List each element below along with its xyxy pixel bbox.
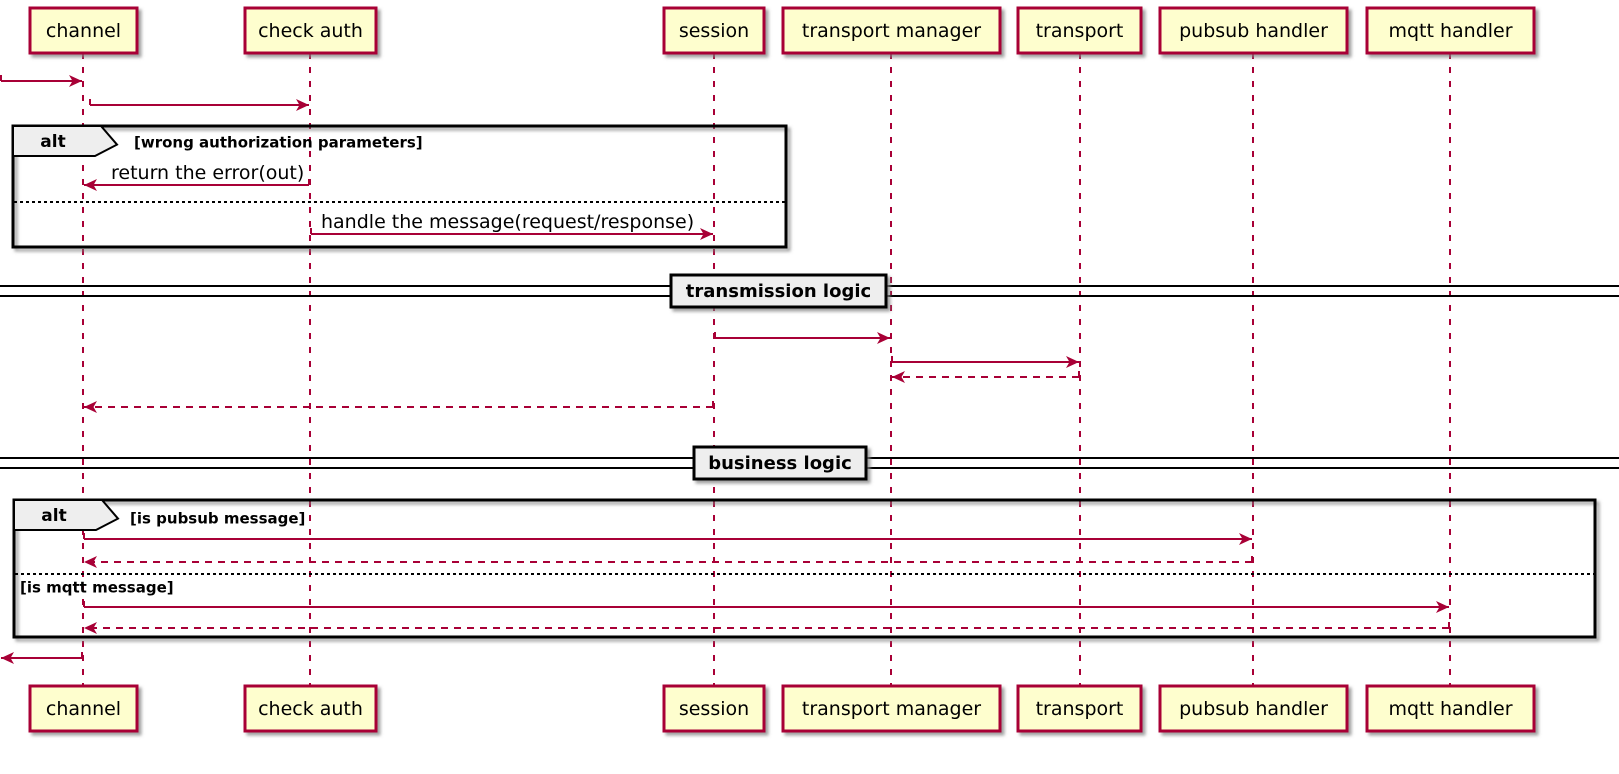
- participant-transport-bottom[interactable]: transport: [1016, 684, 1143, 733]
- alt-frame-condition: [is mqtt message]: [20, 579, 174, 597]
- participant-channel-top[interactable]: channel: [28, 6, 139, 55]
- alt-frames-group: alt [wrong authorization parameters] alt [i…: [11, 124, 1597, 639]
- participant-label: mqtt handler: [1388, 698, 1512, 720]
- participant-session-bottom[interactable]: session: [662, 684, 766, 733]
- message-m8: [84, 401, 714, 413]
- alt-frame-border-crisp: [11, 124, 788, 249]
- participant-box[interactable]: [1158, 6, 1349, 55]
- divider-business: business logic: [0, 445, 1619, 481]
- divider-label: transmission logic: [686, 281, 871, 302]
- participant-boxes-group: channel channel check auth check auth sessio…: [28, 6, 1536, 733]
- participant-box[interactable]: [662, 6, 766, 55]
- participant-label: session: [679, 20, 749, 42]
- message-label: return the error(out): [111, 162, 304, 184]
- participant-box[interactable]: [28, 684, 139, 733]
- participant-label: pubsub handler: [1179, 20, 1328, 42]
- alt-frame-title: alt: [41, 506, 66, 526]
- participant-label: session: [679, 698, 749, 720]
- alt-frame-condition: [wrong authorization parameters]: [134, 134, 423, 152]
- alt-frame-border-crisp: [12, 498, 1597, 639]
- message-m9: [83, 533, 1252, 545]
- message-m11: [83, 601, 1449, 613]
- participant-label: mqtt handler: [1388, 20, 1512, 42]
- participant-box[interactable]: [781, 6, 1002, 55]
- participant-pubsub-handler-bottom[interactable]: pubsub handler: [1158, 684, 1349, 733]
- participant-label: pubsub handler: [1179, 698, 1328, 720]
- divider-label-box: [669, 273, 888, 309]
- dividers-group: transmission logic business logic: [0, 273, 1619, 481]
- message-m4: handle the message(request/response): [310, 211, 713, 240]
- participant-box[interactable]: [781, 684, 1002, 733]
- participant-label: channel: [46, 20, 121, 42]
- divider-transmission: transmission logic: [0, 273, 1619, 309]
- participant-label: transport manager: [802, 20, 981, 42]
- participant-box[interactable]: [243, 684, 378, 733]
- message-m13: [1, 652, 83, 664]
- participant-channel-bottom[interactable]: channel: [28, 684, 139, 733]
- participant-label: transport: [1036, 698, 1124, 720]
- divider-label: business logic: [708, 453, 852, 474]
- message-m5: [714, 332, 890, 344]
- participant-transport-top[interactable]: transport: [1016, 6, 1143, 55]
- participant-pubsub-handler-top[interactable]: pubsub handler: [1158, 6, 1349, 55]
- divider-label-box: [692, 445, 868, 481]
- participant-label: check auth: [258, 698, 363, 720]
- participant-box[interactable]: [1158, 684, 1349, 733]
- participant-check-auth-top[interactable]: check auth: [243, 6, 378, 55]
- participant-label: channel: [46, 698, 121, 720]
- messages-group: return the error(out) handle the message(…: [0, 75, 1450, 664]
- participant-label: transport: [1036, 20, 1124, 42]
- message-m1: [0, 75, 82, 87]
- participant-check-auth-bottom[interactable]: check auth: [243, 684, 378, 733]
- alt-frame-alt-business: alt [is pubsub message] [is mqtt message]: [12, 498, 1597, 639]
- message-m2: [89, 99, 309, 111]
- participant-transport-manager-top[interactable]: transport manager: [781, 6, 1002, 55]
- participant-mqtt-handler-bottom[interactable]: mqtt handler: [1365, 684, 1536, 733]
- alt-frame-tab: [12, 125, 119, 157]
- alt-frame-alt-auth: alt [wrong authorization parameters]: [11, 124, 788, 249]
- participant-label: transport manager: [802, 698, 981, 720]
- alt-frame-condition: [is pubsub message]: [130, 510, 305, 528]
- participant-box[interactable]: [243, 6, 378, 55]
- participant-box[interactable]: [28, 6, 139, 55]
- message-m6: [891, 356, 1079, 368]
- message-m12: [84, 622, 1450, 634]
- message-m3: return the error(out): [84, 162, 310, 191]
- alt-frame-tab: [13, 499, 120, 531]
- participant-box[interactable]: [1365, 6, 1536, 55]
- message-label: handle the message(request/response): [321, 211, 694, 233]
- participant-box[interactable]: [662, 684, 766, 733]
- participant-session-top[interactable]: session: [662, 6, 766, 55]
- participant-box[interactable]: [1365, 684, 1536, 733]
- alt-frame-title: alt: [40, 132, 65, 152]
- participant-box[interactable]: [1016, 684, 1143, 733]
- message-m7: [892, 371, 1080, 383]
- participant-label: check auth: [258, 20, 363, 42]
- participant-mqtt-handler-top[interactable]: mqtt handler: [1365, 6, 1536, 55]
- participant-transport-manager-bottom[interactable]: transport manager: [781, 684, 1002, 733]
- message-m10: [84, 556, 1253, 568]
- participant-box[interactable]: [1016, 6, 1143, 55]
